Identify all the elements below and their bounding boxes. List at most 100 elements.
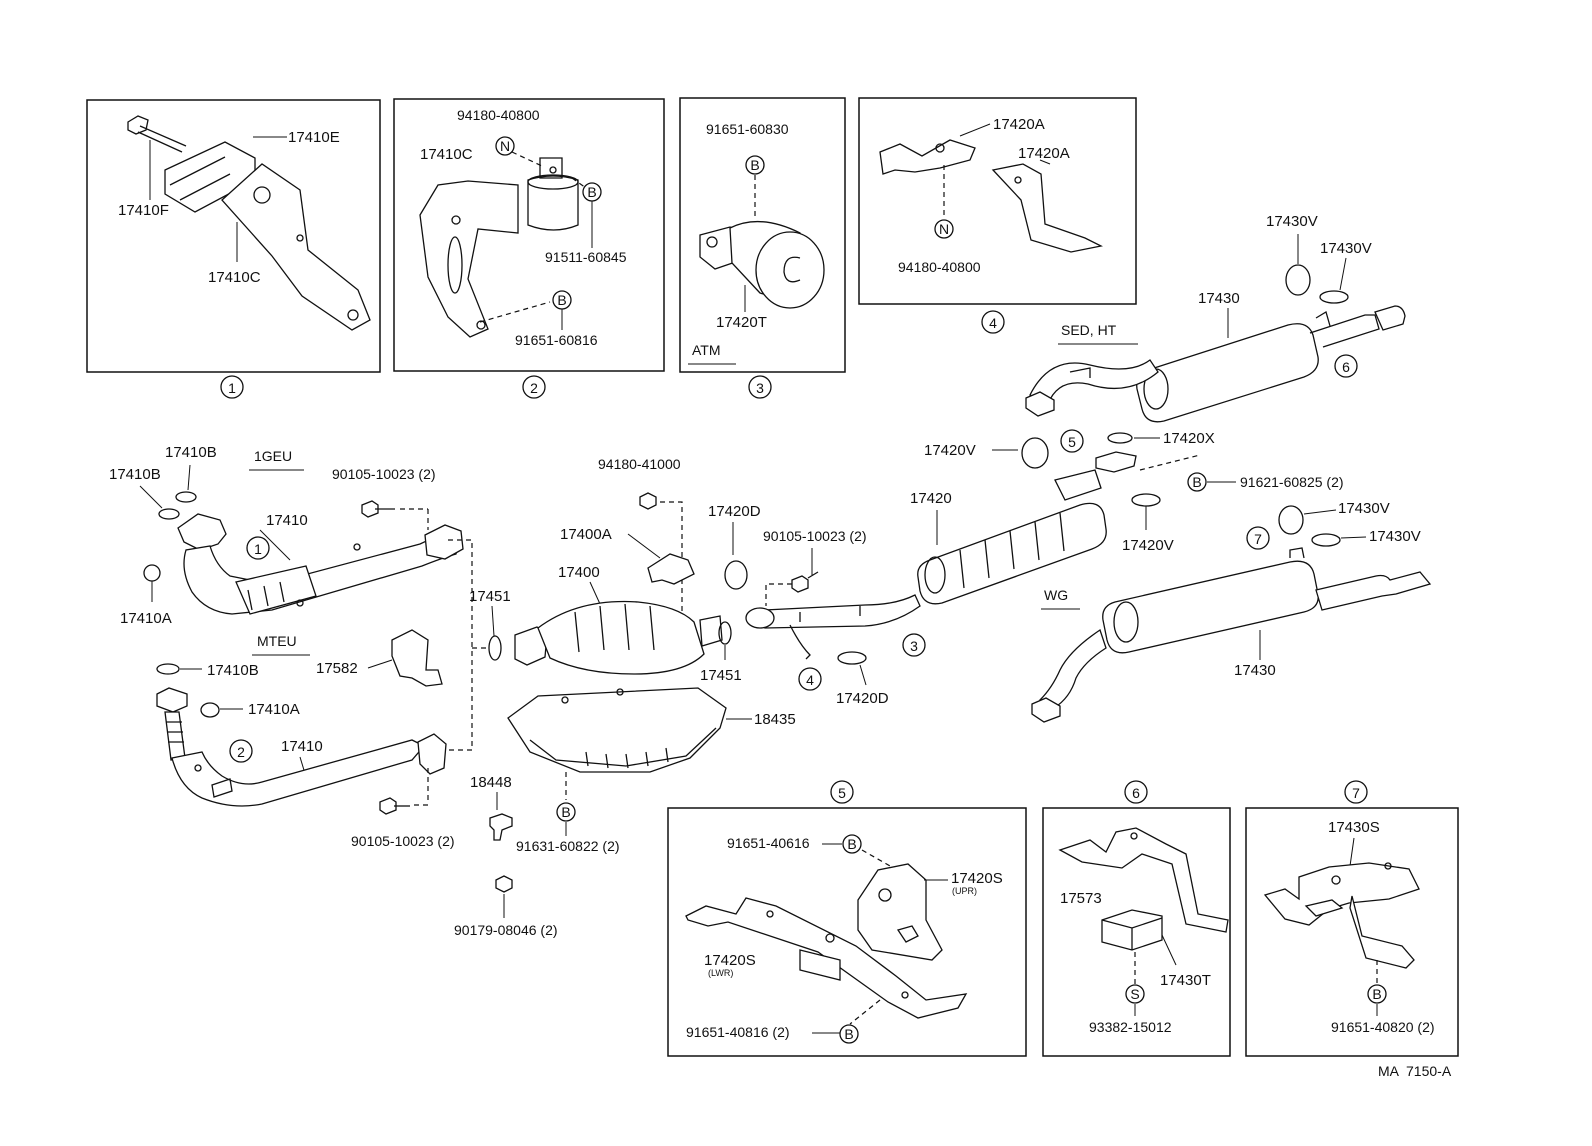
dashed-connector-left — [448, 539, 473, 751]
callout-6-main-num: 6 — [1342, 359, 1350, 375]
label-17420V-b: 17420V — [1122, 537, 1174, 554]
muffler-wg-drawing — [1031, 547, 1432, 723]
mark-N-inset4 — [934, 219, 954, 239]
label-17420T: 17420T — [716, 314, 767, 331]
label-MTEU: MTEU — [257, 633, 297, 649]
nut-94180-41000 — [639, 492, 657, 510]
label-17573: 17573 — [1060, 890, 1102, 907]
label-94180-40800-inset4: 94180-40800 — [898, 259, 981, 275]
pipe-17410-mteu-drawing — [156, 687, 447, 807]
mark-B-inset3-letter: B — [750, 157, 759, 173]
label-17430-sed: 17430 — [1198, 290, 1240, 307]
callout-1-main-num: 1 — [254, 541, 262, 557]
mark-N-inset2 — [495, 136, 515, 156]
mark-B-inset5-b — [839, 1024, 859, 1044]
callout-1-main — [246, 536, 270, 560]
mark-B-18435-letter: B — [561, 804, 570, 820]
inset-box-5 — [667, 807, 1027, 1057]
gasket-17410A-a — [143, 564, 161, 582]
label-17410B-b: 17410B — [109, 466, 161, 483]
heat-insulator-18435-drawing — [507, 687, 727, 773]
mark-B-inset5-b-letter: B — [844, 1026, 853, 1042]
gasket-17430V-top-b — [1319, 290, 1349, 304]
gasket-17410B-c — [156, 663, 180, 675]
catalytic-converter-17400-drawing — [514, 600, 723, 675]
label-UPR: (UPR) — [952, 886, 977, 896]
label-17410-mteu: 17410 — [281, 738, 323, 755]
label-17430V-d: 17430V — [1369, 528, 1421, 545]
mark-B-inset3 — [745, 155, 765, 175]
bracket-17400A — [647, 553, 695, 585]
inset-3-damper-drawing — [699, 220, 825, 309]
callout-6-inset-num: 6 — [1132, 785, 1140, 801]
label-17430V-b: 17430V — [1320, 240, 1372, 257]
gasket-17430V-wg-b — [1311, 533, 1341, 547]
bracket-17582 — [391, 629, 443, 687]
label-91631-60822: 91631-60822 (2) — [516, 838, 620, 854]
mark-B-main-a — [1187, 472, 1207, 492]
label-WG: WG — [1044, 587, 1068, 603]
page-code: MA 7150-A — [1378, 1063, 1452, 1079]
label-91651-40820: 91651-40820 (2) — [1331, 1019, 1435, 1035]
label-91651-60830: 91651-60830 — [706, 121, 789, 137]
inset-6-hanger-drawing — [1058, 827, 1229, 951]
label-90179-08046: 90179-08046 (2) — [454, 922, 558, 938]
muffler-sed-ht-drawing — [1025, 305, 1406, 423]
callout-3-main-num: 3 — [910, 638, 918, 654]
bolt-top-left — [361, 500, 395, 518]
label-93382-15012: 93382-15012 — [1089, 1019, 1172, 1035]
label-17410C-inset2: 17410C — [420, 146, 473, 163]
label-17430-wg: 17430 — [1234, 662, 1276, 679]
mark-B-inset2-b-letter: B — [557, 292, 566, 308]
callout-3-main — [902, 633, 926, 657]
callout-5-inset-num: 5 — [838, 785, 846, 801]
pipe-17410-1geu-drawing — [177, 513, 464, 615]
label-17430V-a: 17430V — [1266, 213, 1318, 230]
mark-N-inset2-letter: N — [500, 138, 510, 154]
mark-B-inset2-a-letter: B — [587, 184, 596, 200]
callout-2-inset — [522, 375, 546, 399]
label-94180-40800-inset2: 94180-40800 — [457, 107, 540, 123]
inset-5-hangers-drawing — [685, 863, 968, 1019]
label-17410B-c: 17410B — [207, 662, 259, 679]
callout-1-inset — [220, 375, 244, 399]
callout-3-inset-num: 3 — [756, 380, 764, 396]
label-17420A-b: 17420A — [1018, 145, 1070, 162]
label-17582: 17582 — [316, 660, 358, 677]
label-17410F: 17410F — [118, 202, 169, 219]
label-17420S-lwr: 17420S — [704, 952, 756, 969]
gasket-17420V-a — [1021, 437, 1049, 469]
label-17420D-b: 17420D — [836, 690, 889, 707]
bolt-center — [791, 571, 819, 593]
label-17410-1geu: 17410 — [266, 512, 308, 529]
inset-7-hanger-drawing — [1263, 862, 1420, 969]
label-17400A: 17400A — [560, 526, 612, 543]
inset-box-2 — [393, 98, 665, 372]
inset-2-bracket-drawing — [419, 151, 587, 338]
mark-B-inset7-letter: B — [1372, 986, 1381, 1002]
label-17410C-inset1: 17410C — [208, 269, 261, 286]
mark-S-inset6-letter: S — [1130, 986, 1139, 1002]
mark-B-inset5-a-letter: B — [847, 836, 856, 852]
callout-4-inset — [981, 310, 1005, 334]
callout-5-main-num: 5 — [1068, 434, 1076, 450]
mark-B-inset7 — [1367, 984, 1387, 1004]
gasket-17410B-b — [158, 508, 180, 520]
label-17420V-a: 17420V — [924, 442, 976, 459]
inset-4-brackets-drawing — [879, 123, 1103, 253]
gasket-17430V-top-a — [1285, 264, 1311, 296]
label-17410A-a: 17410A — [120, 610, 172, 627]
inset-box-6 — [1042, 807, 1231, 1057]
callout-2-inset-num: 2 — [530, 380, 538, 396]
inset-1-bracket-drawing — [127, 115, 371, 331]
gasket-17420D-b — [837, 651, 867, 665]
label-90105-10023-b: 90105-10023 (2) — [351, 833, 455, 849]
gasket-17420V-b — [1131, 493, 1161, 507]
label-17420X: 17420X — [1163, 430, 1215, 447]
label-SED-HT: SED, HT — [1061, 322, 1117, 338]
dashed-connector-nut — [660, 501, 683, 612]
label-17410A-b: 17410A — [248, 701, 300, 718]
callout-2-main — [229, 739, 253, 763]
callout-7-inset — [1344, 780, 1368, 804]
label-17430T-inset6: 17430T — [1160, 972, 1211, 989]
